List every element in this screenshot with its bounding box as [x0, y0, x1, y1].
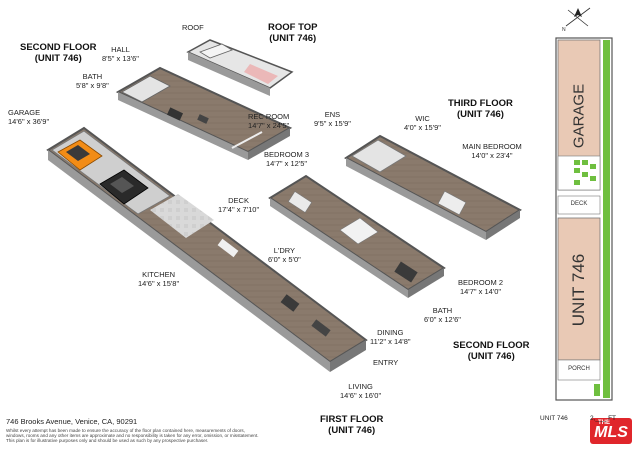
heading-second-floor-right: SECOND FLOOR (UNIT 746) — [453, 340, 530, 362]
area-label: UNIT 746 — [540, 415, 568, 422]
disclaimer-line-1: Whilst every attempt has been made to en… — [6, 428, 246, 433]
second-floor-right-plan — [268, 174, 446, 298]
first-floor-plan — [46, 126, 368, 372]
heading-roof-top: ROOF TOP (UNIT 746) — [268, 22, 318, 44]
orange-car-icon — [57, 139, 103, 171]
mls-logo: MLS THE — [590, 418, 632, 444]
north-compass-icon — [565, 7, 591, 27]
compass-label: N — [562, 27, 566, 33]
planter-icon — [574, 160, 596, 185]
svg-text:THE: THE — [598, 420, 610, 426]
site-label-porch: PORCH — [568, 366, 590, 372]
heading-first-floor: FIRST FLOOR (UNIT 746) — [320, 414, 384, 436]
black-car-icon — [99, 169, 149, 205]
roof-top-plan — [186, 39, 294, 96]
disclaimer-line-2: windows, rooms and any other items are a… — [6, 433, 259, 438]
site-plan — [555, 7, 613, 401]
disclaimer-line-3: This plan is for illustrative purposes o… — [6, 438, 209, 443]
property-address: 746 Brooks Avenue, Venice, CA, 90291 — [6, 417, 138, 426]
heading-second-floor-left: SECOND FLOOR (UNIT 746) — [20, 42, 97, 64]
area-value: 2,___ FT — [590, 415, 617, 422]
heading-third-floor: THIRD FLOOR (UNIT 746) — [448, 98, 513, 120]
svg-text:MLS: MLS — [594, 424, 628, 441]
room-label-roof: ROOF — [182, 23, 204, 32]
second-floor-left-plan — [115, 66, 293, 160]
third-floor-plan — [344, 134, 522, 240]
site-label-deck: DECK — [570, 201, 588, 207]
room-label-entry: ENTRY — [373, 358, 399, 367]
